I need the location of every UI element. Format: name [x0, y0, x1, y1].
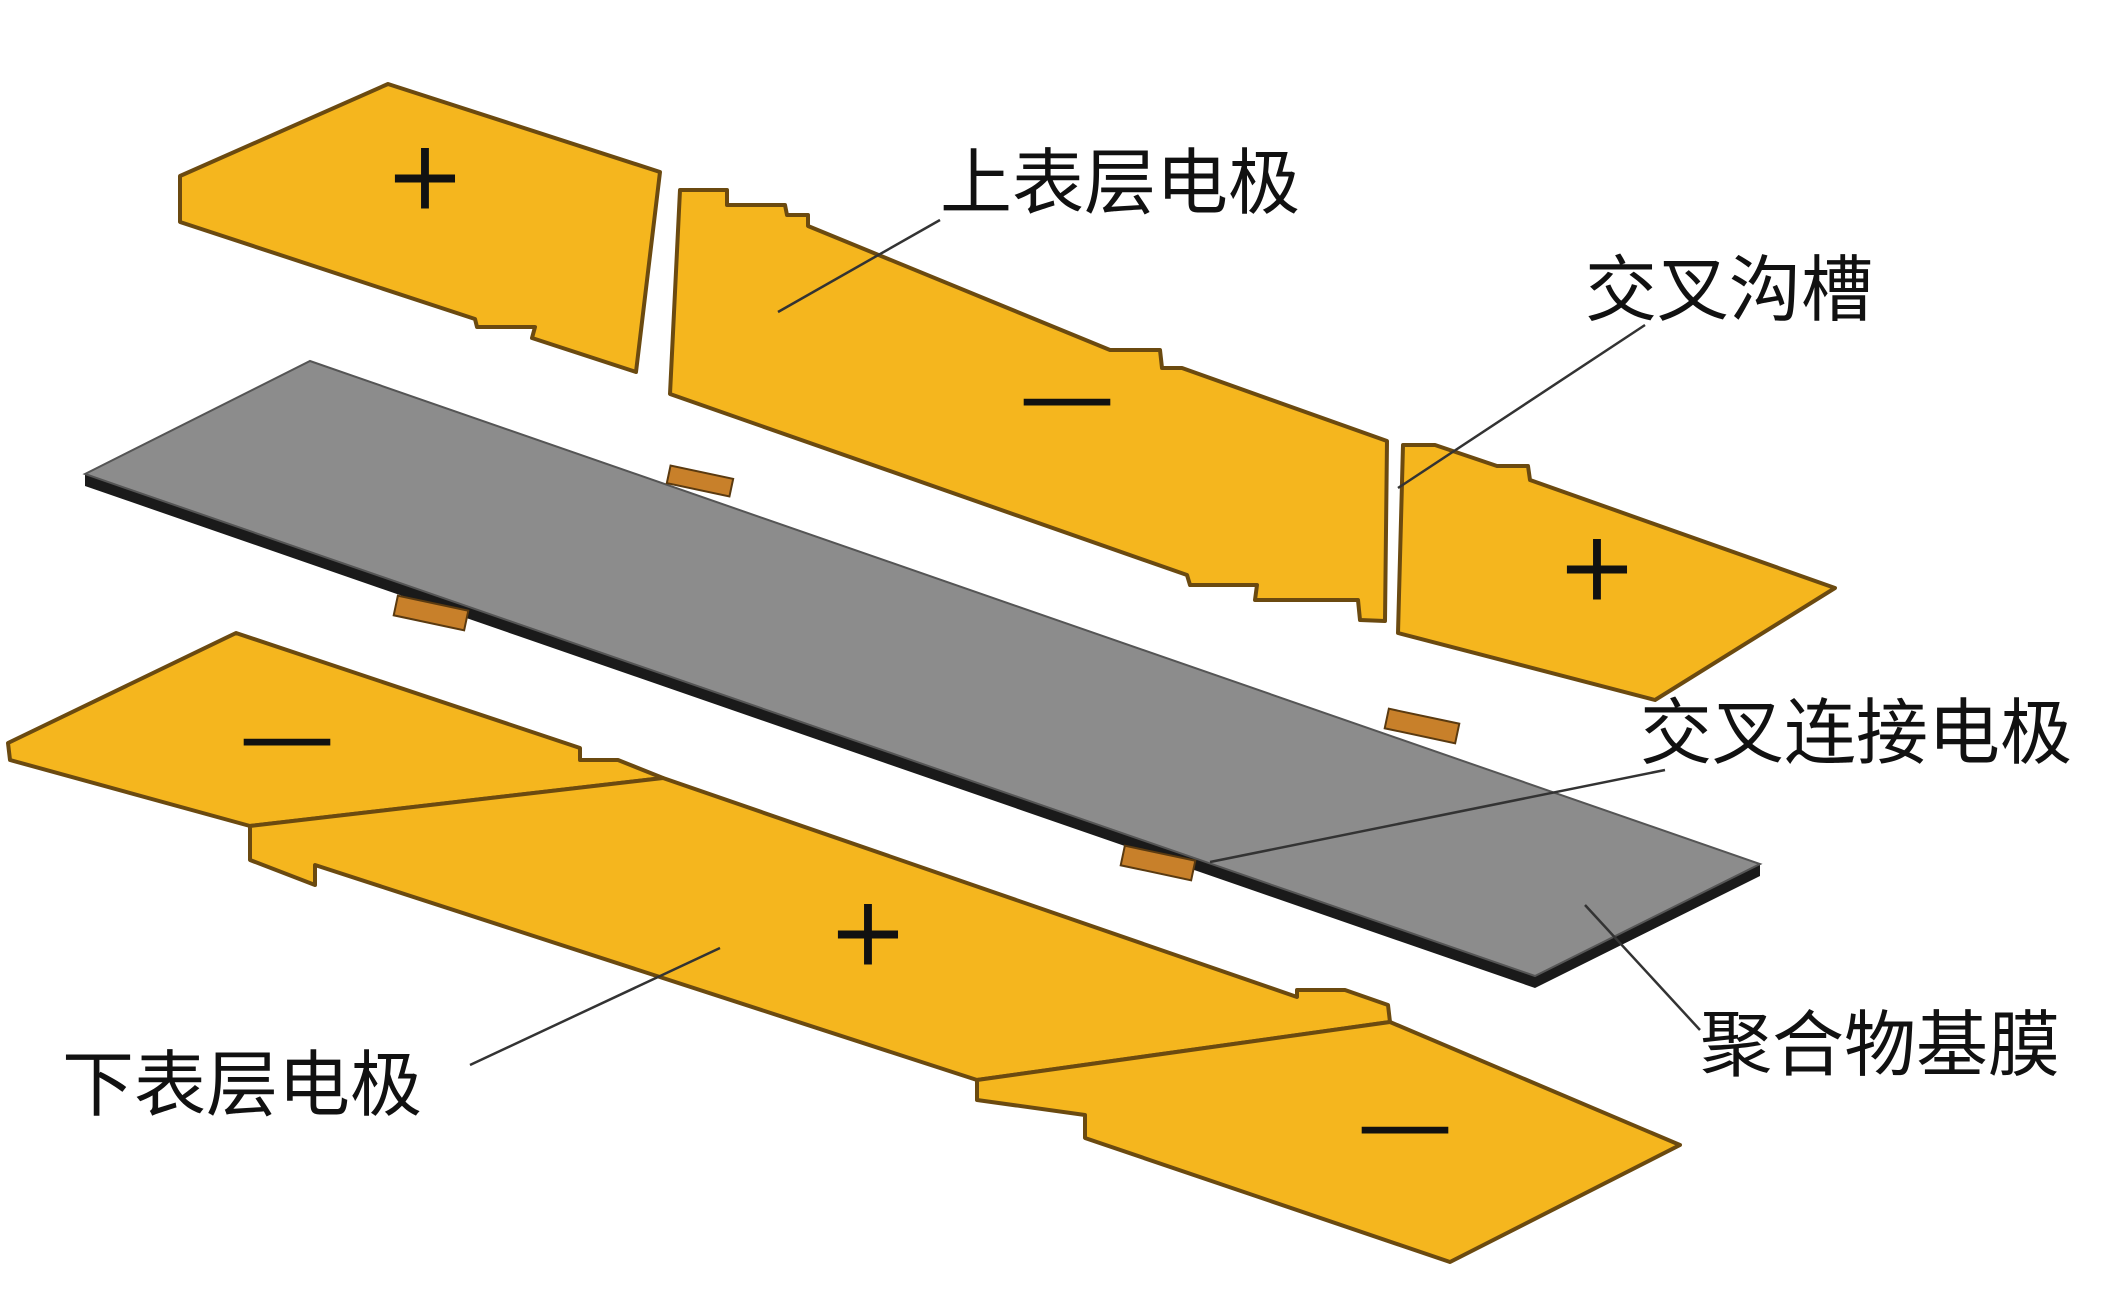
bottom-electrode-layer	[6, 631, 1682, 1264]
label-cross-electrode: 交叉连接电极	[1640, 691, 2072, 775]
leader-cross-groove	[1397, 323, 1646, 490]
label-cross-groove: 交叉沟槽	[1585, 248, 1873, 332]
top-electrode-left-plus	[178, 82, 662, 374]
minus-sign: —	[1019, 339, 1115, 451]
labels: 上表层电极 交叉沟槽 交叉连接电极 聚合物基膜 下表层电极	[62, 141, 2072, 1127]
top-electrode-middle-minus	[668, 188, 1389, 623]
connector-tab	[392, 594, 470, 632]
connector-tab	[1119, 844, 1197, 882]
leader-lines	[469, 218, 1701, 1067]
label-bottom-electrode: 下表层电极	[62, 1043, 422, 1127]
polarity-signs: + — + — + —	[239, 119, 1637, 1179]
polymer-film-face	[82, 359, 1763, 978]
minus-sign: —	[1357, 1067, 1453, 1179]
leader-polymer-film	[1584, 904, 1701, 1031]
connector-tab	[665, 464, 735, 498]
label-polymer-film: 聚合物基膜	[1700, 1003, 2060, 1087]
top-electrode-right-plus	[1396, 443, 1837, 702]
plus-sign: +	[828, 875, 908, 987]
bottom-electrode-right-minus	[975, 1020, 1682, 1264]
leader-cross-electrode	[1209, 768, 1666, 864]
minus-sign: —	[239, 679, 335, 791]
bottom-electrode-middle-plus	[248, 776, 1392, 1082]
plus-sign: +	[385, 119, 465, 231]
polymer-film-layer	[82, 359, 1763, 988]
leader-bottom-electrode	[469, 946, 721, 1067]
connector-tab	[1383, 707, 1461, 745]
top-electrode-layer	[178, 82, 1837, 702]
plus-sign: +	[1557, 510, 1637, 622]
bottom-electrode-left-minus	[6, 631, 665, 828]
label-top-electrode: 上表层电极	[940, 141, 1300, 225]
leader-top-electrode	[777, 218, 941, 314]
